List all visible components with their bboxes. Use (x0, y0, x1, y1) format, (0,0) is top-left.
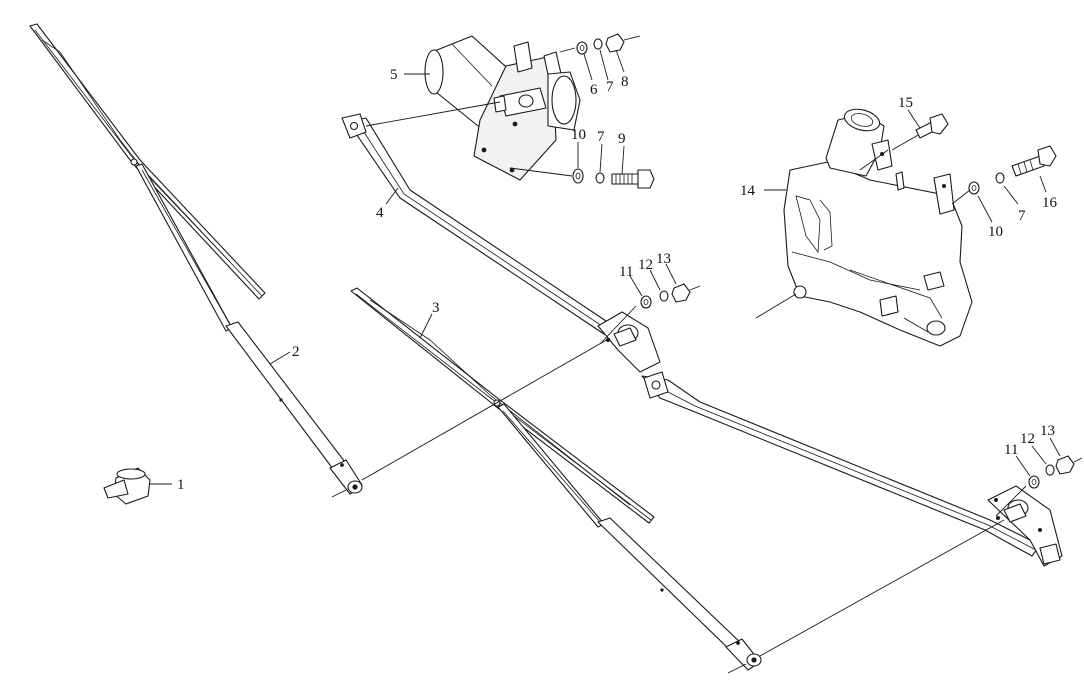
washer-reservoir (755, 108, 973, 347)
callout-10a: 10 (571, 127, 586, 143)
lock-washer-12b (1045, 464, 1055, 476)
wiper-blade-left (29, 23, 266, 300)
callout-16: 16 (1042, 195, 1058, 211)
callout-10b: 10 (988, 224, 1003, 240)
callout-15: 15 (898, 95, 913, 111)
callout-14: 14 (740, 183, 756, 199)
callout-7c: 7 (1018, 208, 1026, 224)
callout-13b: 13 (1040, 423, 1055, 439)
callout-12a: 12 (638, 257, 653, 273)
callout-12b: 12 (1020, 431, 1035, 447)
wiper-linkage (341, 113, 1063, 567)
lock-washer-7b (595, 172, 605, 184)
washer-6 (576, 41, 588, 55)
callout-7a: 7 (606, 79, 614, 95)
nut-13b (1055, 455, 1075, 475)
callout-3: 3 (432, 300, 440, 316)
arm-sleeve-right (597, 517, 745, 653)
lock-washer-7a (593, 38, 603, 50)
wiper-arm-right (350, 287, 762, 674)
wiper-motor (365, 35, 581, 181)
callout-1: 1 (177, 477, 185, 493)
callout-labels: 1 2 3 4 5 6 7 8 10 7 9 15 14 16 7 10 11 … (177, 67, 1058, 493)
callout-2: 2 (292, 344, 300, 360)
callout-7b: 7 (597, 129, 605, 145)
nut-13a (671, 283, 691, 303)
callout-6: 6 (590, 82, 598, 98)
blade-pivot-left (130, 158, 138, 166)
washer-11a (640, 295, 652, 309)
callout-13a: 13 (656, 251, 671, 267)
washer-10b (968, 181, 980, 195)
assembly-leaders (361, 149, 1005, 657)
callout-leaders (150, 49, 1061, 485)
nut-8 (605, 33, 625, 53)
callout-4: 4 (376, 205, 384, 221)
washer-11b (1028, 475, 1040, 489)
arm-sleeve-left (225, 321, 349, 474)
lock-washer-7c (995, 172, 1005, 184)
washer-10a (572, 168, 584, 184)
linkage-rod-lower (641, 375, 1041, 557)
lock-washer-12a (659, 290, 669, 302)
callout-9: 9 (618, 131, 626, 147)
fasteners (509, 33, 1083, 517)
pivot-cap (103, 467, 151, 505)
callout-11b: 11 (1004, 442, 1018, 458)
reservoir-body (783, 161, 973, 347)
callout-5: 5 (390, 67, 398, 83)
callout-8: 8 (621, 74, 629, 90)
callout-11a: 11 (619, 264, 633, 280)
wiper-arm-left (29, 23, 363, 498)
